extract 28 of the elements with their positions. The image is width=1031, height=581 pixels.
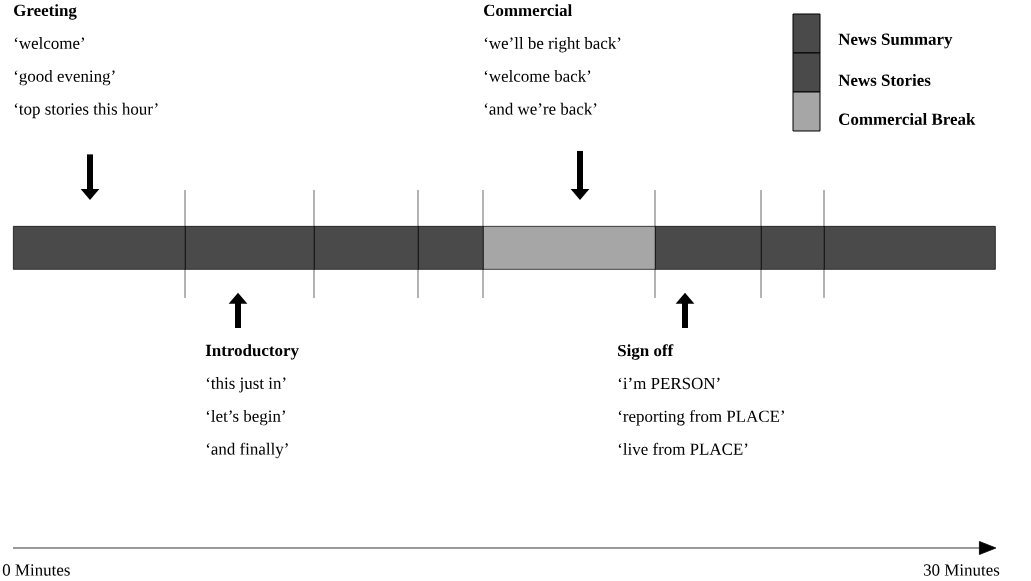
section-heading: Greeting	[14, 4, 77, 20]
phrase-text: ‘live from PLACE’	[618, 442, 748, 455]
bar-segment	[761, 226, 825, 270]
phrase-text: ‘welcome back’	[484, 69, 591, 82]
phrase-text: ‘welcome’	[14, 37, 84, 49]
phrase-text: ‘i’m PERSON’	[618, 377, 720, 390]
axis-label: 30 Minutes	[923, 564, 1000, 576]
phrase-text: ‘let’s begin’	[206, 409, 285, 426]
phrase-text: ‘and we’re back’	[484, 102, 597, 115]
phrase-text: ‘reporting from PLACE’	[618, 409, 784, 426]
bar-segment	[483, 226, 656, 270]
bar-segment	[185, 226, 315, 270]
section-heading: Commercial	[484, 4, 572, 17]
phrase-text: ‘we’ll be right back’	[484, 37, 621, 53]
section-heading: Introductory	[205, 344, 299, 360]
phrase-text: ‘top stories this hour’	[14, 102, 158, 119]
axis-label: 0 Minutes	[2, 564, 70, 576]
phrase-text: ‘this just in’	[206, 377, 286, 393]
phrase-text: ‘and finally’	[206, 442, 288, 459]
bar-segment	[13, 226, 186, 270]
bar-segment	[418, 226, 484, 270]
bar-segment	[314, 226, 419, 270]
section-heading: Sign off	[618, 344, 674, 360]
legend-label: Commercial Break	[839, 113, 976, 125]
legend-label: News Stories	[838, 74, 931, 86]
bar-segment	[655, 226, 762, 270]
legend-label: News Summary	[838, 33, 953, 49]
phrase-text: ‘good evening’	[14, 69, 115, 86]
